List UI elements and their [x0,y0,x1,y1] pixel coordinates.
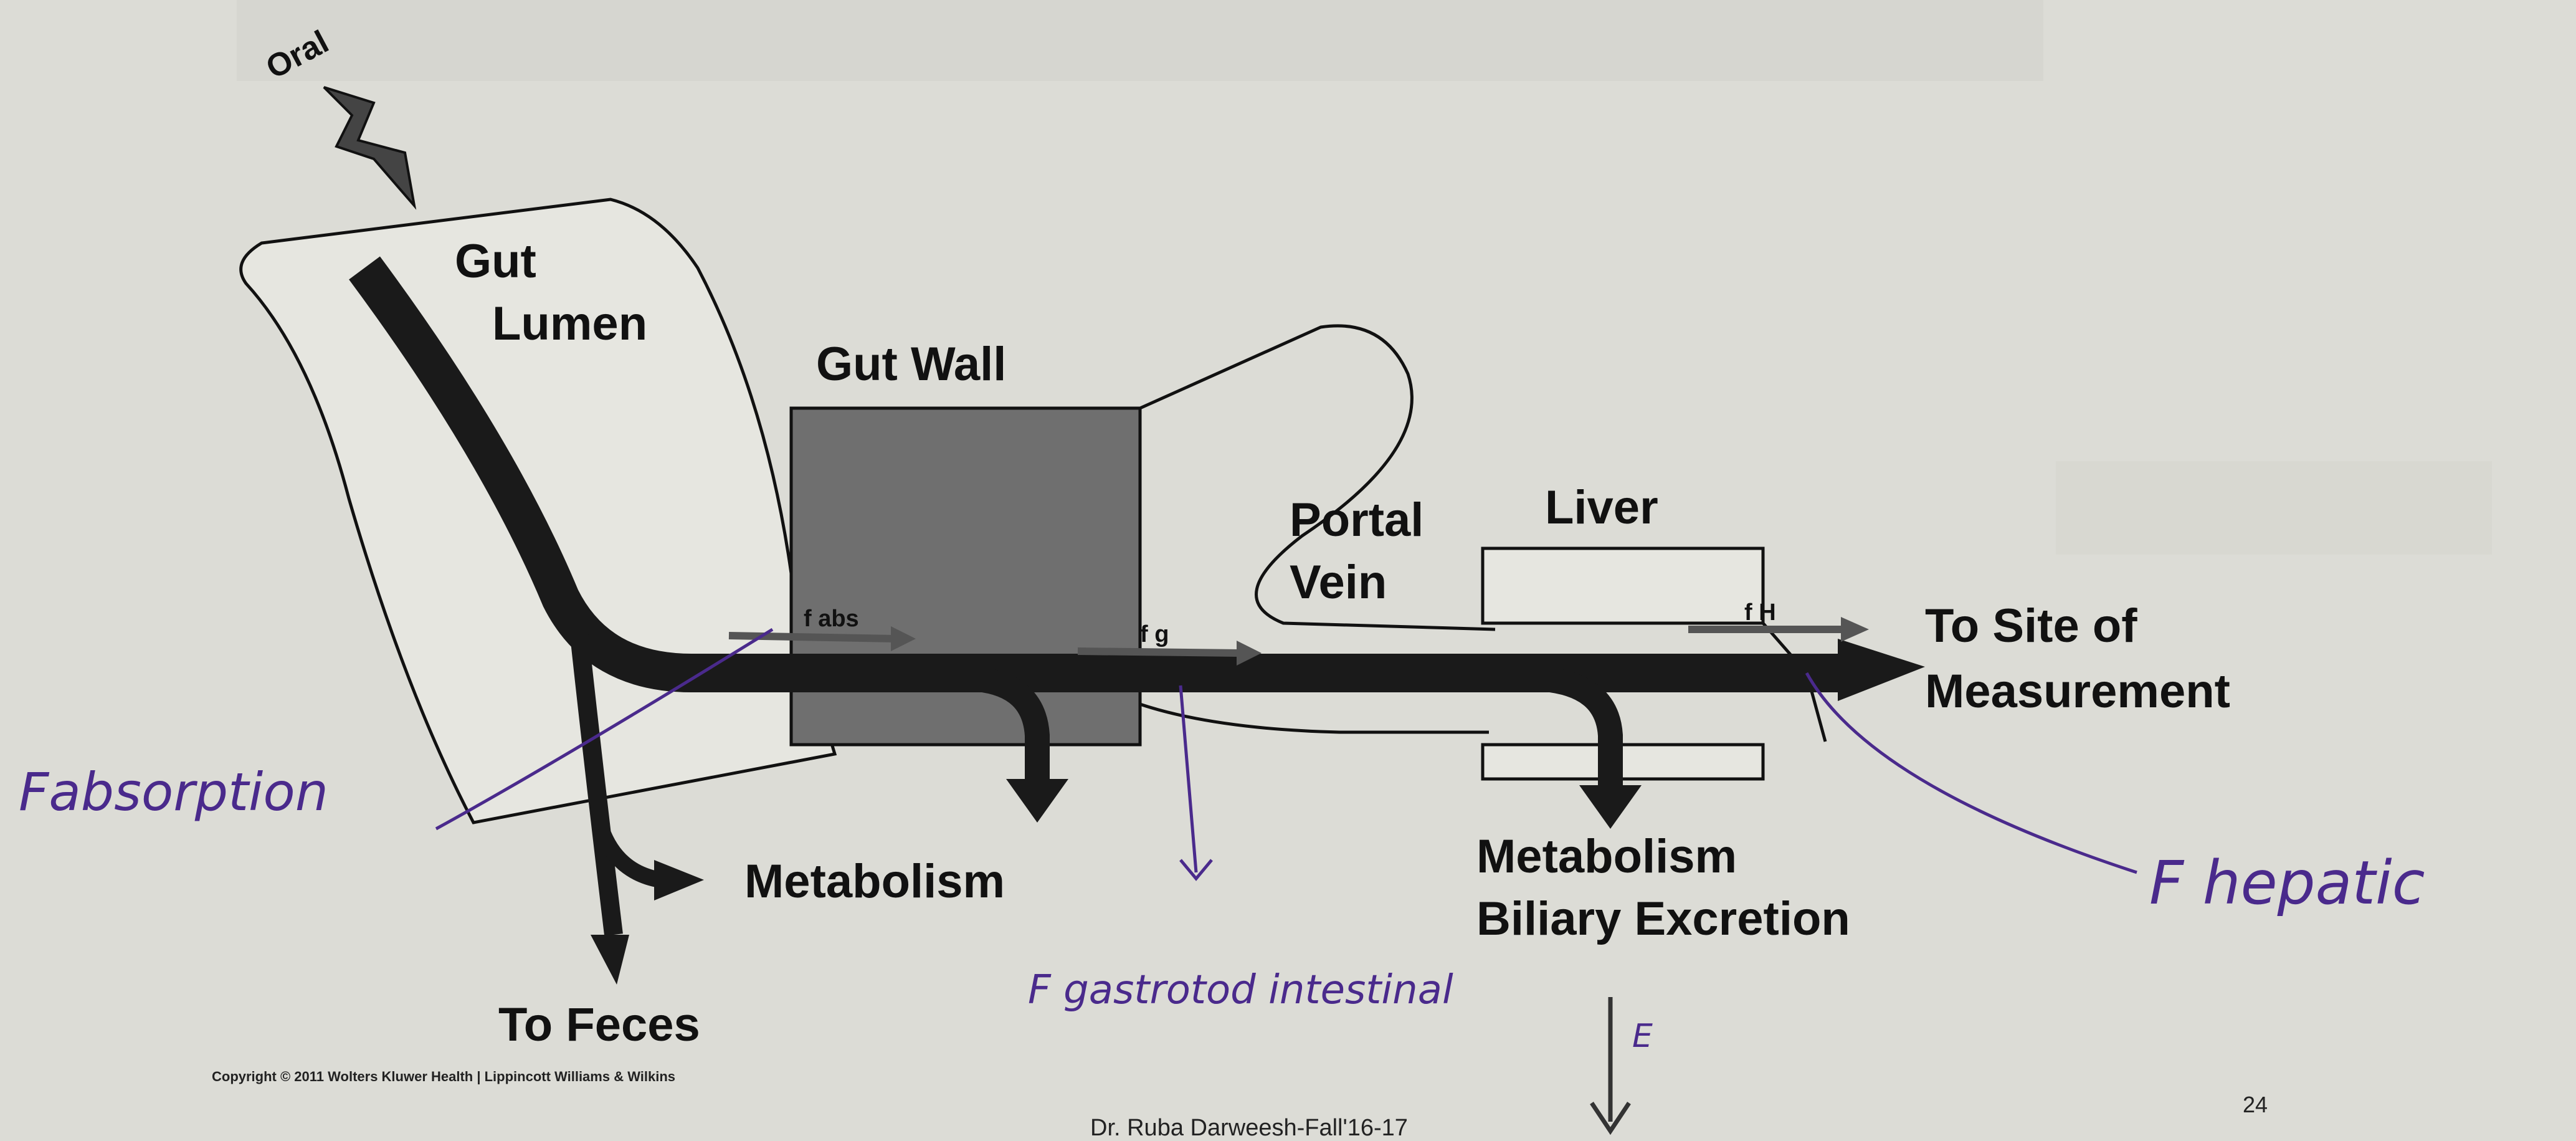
author-footer: Dr. Ruba Darweesh-Fall'16-17 [1090,1115,1408,1141]
to-feces-label: To Feces [498,998,700,1051]
gut-metabolism-arrowhead [1006,779,1068,823]
f-gi-pointer [1181,685,1196,872]
feces-side-arrowhead [654,860,704,900]
f-hepatic-annotation: F hepatic [2149,848,2425,918]
liver-metabolism-label: Metabolism [1476,830,1737,883]
portal-vein-lower-outline [1140,704,1489,732]
f-h-small-label: f H [1744,599,1776,626]
f-abs-small-label: f abs [804,606,859,632]
page-number: 24 [2243,1092,2268,1117]
site-label-line2: Measurement [1925,665,2230,718]
portal-vein-label-line2: Vein [1290,556,1387,609]
copyright-text: Copyright © 2011 Wolters Kluwer Health |… [212,1069,675,1084]
f-gi-annotation: F gastrotod intestinal [1028,967,1453,1013]
liver-box-top [1483,548,1763,623]
gut-metabolism-label: Metabolism [744,855,1005,908]
site-label-line1: To Site of [1925,599,2137,652]
liver-label: Liver [1545,481,1658,534]
gut-wall-block [791,408,1140,745]
feces-arrowhead [591,935,629,985]
liver-metabolism-arrowhead [1579,785,1642,829]
f-absorption-annotation: Fabsorption [19,761,328,823]
oral-lightning-icon [324,87,414,206]
gut-wall-label: Gut Wall [816,338,1006,391]
biliary-excretion-label: Biliary Excretion [1476,892,1850,945]
gut-lumen-label-line1: Gut [455,235,536,288]
main-flow-arrowhead [1838,639,1925,701]
f-g-small-label: f g [1140,621,1169,647]
portal-vein-label-line1: Portal [1290,494,1423,547]
e-elimination-arrow [1592,997,1629,1131]
gut-lumen-label-line2: Lumen [492,297,647,350]
e-annotation: E [1632,1018,1653,1055]
